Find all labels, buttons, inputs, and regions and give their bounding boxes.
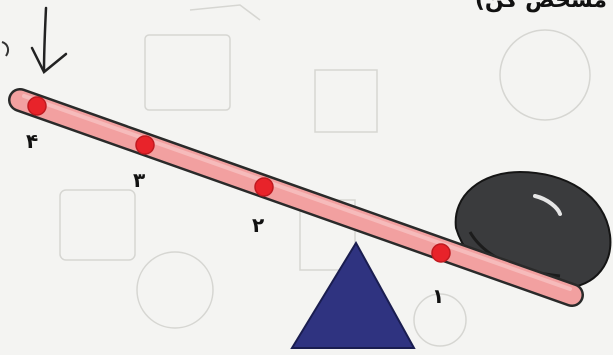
edge-mark — [2, 42, 8, 56]
header-text: مشخص کن) — [475, 0, 607, 13]
position-label-3: ۳ — [133, 170, 145, 190]
position-label-1: ۱ — [432, 286, 444, 306]
sketch-bag — [60, 190, 135, 260]
fulcrum-triangle — [292, 243, 414, 348]
position-label-2: ۲ — [252, 215, 264, 235]
position-dot-1 — [432, 244, 450, 262]
down-arrow-icon — [32, 8, 66, 72]
sketch-apple — [137, 252, 213, 328]
sketch-pencil — [190, 5, 260, 20]
sketch-box — [145, 35, 230, 110]
sketch-cube — [315, 70, 377, 132]
sketch-globe — [500, 30, 590, 120]
position-dot-4 — [28, 97, 46, 115]
position-dot-2 — [255, 178, 273, 196]
position-dot-3 — [136, 136, 154, 154]
position-label-4: ۴ — [26, 131, 38, 151]
